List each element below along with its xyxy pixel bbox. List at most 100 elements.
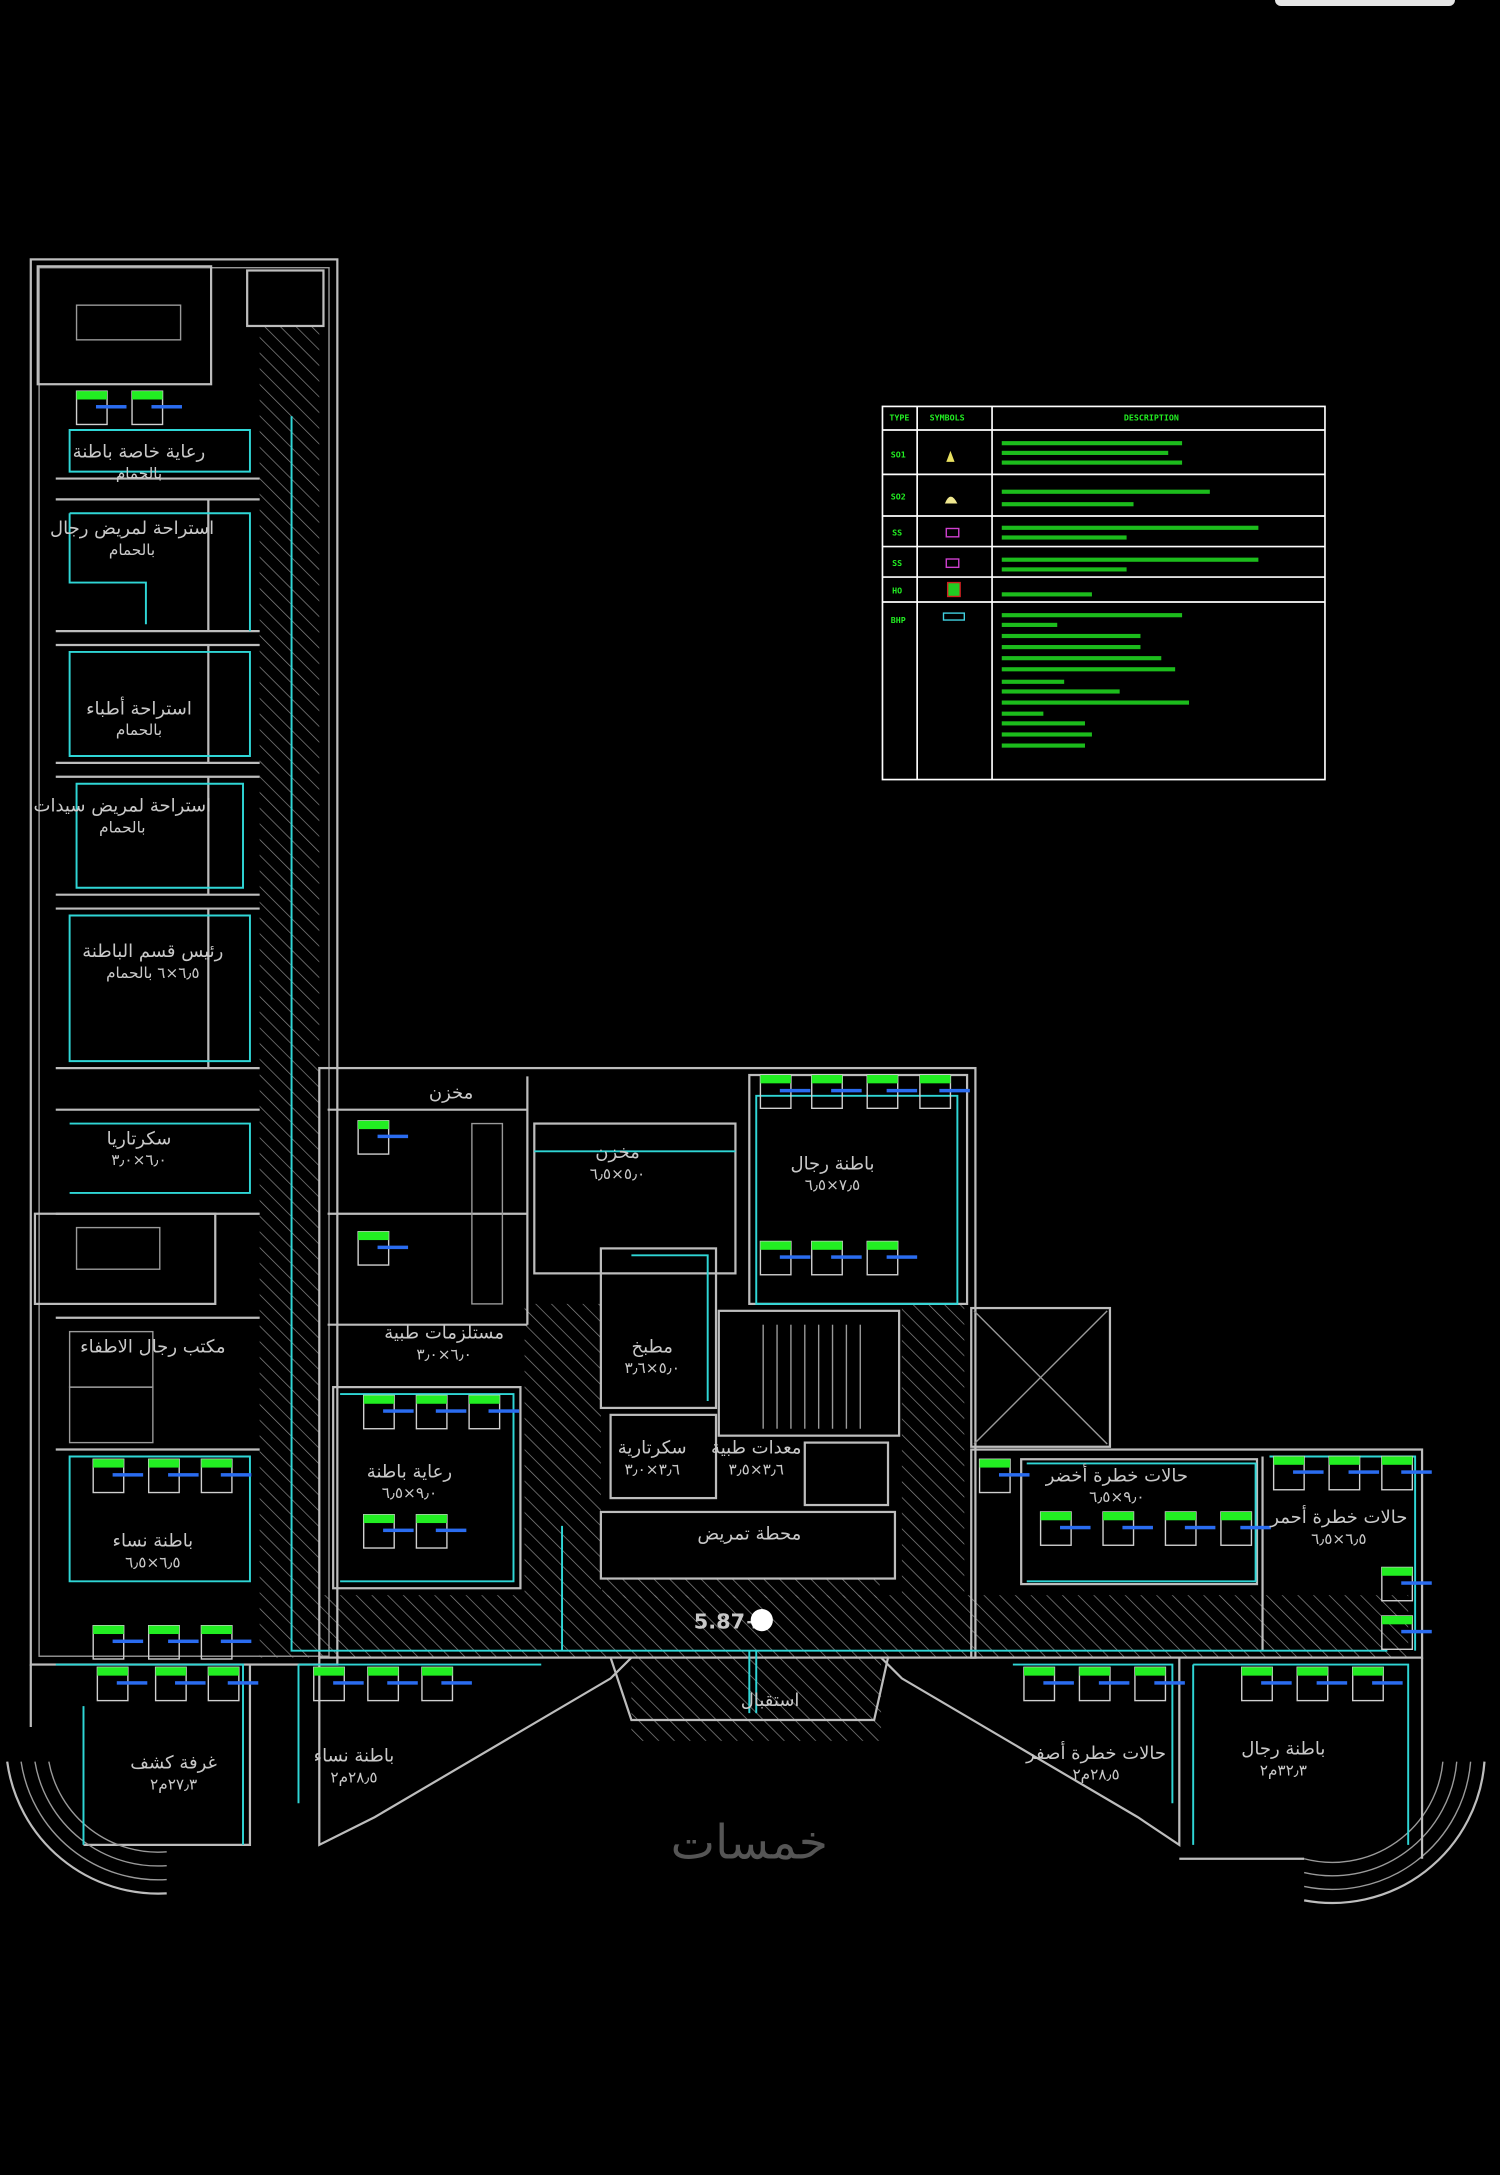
legend-description-line [1001,656,1162,661]
legend-description-line [1001,711,1044,716]
bed-head-panel-icon [1023,1667,1055,1676]
outlet-leader-line [112,1639,144,1644]
room-name: محطة تمريض [697,1524,801,1545]
bed-head-panel-icon [1040,1511,1072,1521]
yellow-triangle-outlet-icon [946,450,955,462]
outlet-leader-line [441,1681,472,1685]
room-dimension: ٣٢٫٣م٢ [1260,1762,1307,1780]
bed-head-panel-icon [1273,1456,1305,1465]
bed-head-panel-icon [1103,1511,1134,1521]
outlet-leader-line [1240,1525,1271,1530]
legend-description-line [1001,489,1210,494]
room-dimension: ٢٨٫٥م٢ [330,1768,377,1786]
bed-head-panel-icon [148,1625,180,1635]
room-name: استراحة لمريض رجال [50,518,214,539]
legend-row-type: SS [892,527,902,537]
outlet-leader-line [387,1681,418,1685]
room-name: معدات طبية [711,1438,801,1459]
room-name: مخزن [595,1142,639,1163]
room-labels: رعاية خاصة باطنة بالحمام استراحة لمريض رجا… [34,442,1408,1794]
legend-description-line [1001,613,1183,618]
room-name: مستلزمات طبية [384,1323,504,1344]
room-dimension: ٦٫٥×٦٫٥ [125,1553,180,1571]
legend-row-type: SS [892,558,902,568]
bed-head-panel-icon [1352,1667,1384,1676]
outlet-leader-line [383,1528,414,1533]
bed-head-panel-icon [76,391,108,400]
red-green-outlet-icon [946,581,961,598]
bed-head-panel-icon [979,1459,1011,1468]
outlet-leader-line [1261,1681,1292,1685]
legend-description-line [1001,732,1092,737]
legend-description-line [1001,460,1183,465]
room-name: رعاية خاصة باطنة [73,442,206,463]
room-name: رعاية باطنة [367,1461,452,1482]
yellow-dome-outlet-icon [944,496,958,504]
room-name: سكرتاريا [107,1128,172,1149]
bed-head-panel-icon [867,1241,898,1250]
cyan-bed-head-panel-icon [942,612,966,621]
outlet-leader-line [151,405,182,409]
legend-description-line [1001,645,1141,650]
outlet-leader-line [1316,1681,1348,1685]
outlet-leader-line [116,1681,148,1685]
bed-head-panel-icon [148,1459,180,1468]
outlet-leader-line [1122,1525,1153,1530]
outlet-leader-line [886,1255,918,1259]
bed-head-panel-icon [93,1625,124,1635]
bed-head-panel-icon [760,1075,791,1084]
bed-head-panel-icon [363,1514,395,1524]
outlet-leader-line [886,1088,918,1093]
room-name: حالات خطرة أحمر [1269,1505,1407,1528]
bed-head-panel-icon [1079,1667,1110,1676]
bed-head-panel-icon [201,1459,232,1468]
room-dimension: ٦٫٠×٣٫٠ [416,1345,471,1363]
room-name: استقبال [741,1690,800,1711]
outlet-leader-line [333,1681,364,1685]
magenta-switch-alt-icon [945,558,960,569]
room-dimension: ٣٫٦×٣٫٥ [729,1461,784,1479]
legend-description-line [1001,667,1176,672]
outlet-leader-line [779,1255,811,1259]
room-name: رئيس قسم الباطنة [82,941,223,962]
bed-head-panel-icon [93,1459,124,1468]
room-name: غرفة كشف [130,1753,217,1774]
legend-table: TYPE SYMBOLS DESCRIPTION SO1 SO2 SS SS H… [881,405,1326,781]
bed-head-panel-icon [363,1395,395,1404]
legend-description-line [1001,700,1190,705]
legend-header-type: TYPE [889,412,909,422]
room-dimension: بالحمام [116,721,162,739]
room-dimension: بالحمام [99,818,145,836]
outlet-leader-line [377,1245,409,1250]
room-dimension: ٧٫٥×٦٫٥ [805,1176,860,1194]
outlet-leader-line [831,1088,862,1093]
watermark-logo: خمسات [671,1816,828,1871]
bed-head-panel-icon [201,1625,232,1635]
outlet-leader-line [1293,1470,1324,1474]
outlet-leader-line [227,1681,259,1685]
room-name: باطنة نساء [314,1746,395,1767]
outlet-leader-line [1348,1470,1380,1474]
legend-row-type: SO2 [891,491,906,501]
bed-head-panel-icon [811,1241,843,1250]
bed-head-panel-icon [367,1667,399,1676]
legend-description-line [1001,525,1259,530]
room-name: استراحة أطباء [86,696,192,719]
legend-description-line [1001,633,1141,639]
room-dimension: ٦٫٥×٦ بالحمام [106,964,199,982]
bed-head-panel-icon [1381,1567,1413,1576]
bed-head-panel-icon [867,1075,898,1084]
outlet-leader-line [1184,1525,1216,1530]
outlet-leader-line [377,1134,409,1139]
corridors [259,325,1409,1741]
room-name: باطنة رجال [1241,1739,1325,1760]
bed-head-panel-icon [1134,1667,1166,1676]
outlet-leader-line [998,1473,1030,1477]
outlet-leader-line [220,1473,252,1477]
outlet-leader-line [168,1639,199,1644]
bed-head-panel-icon [1241,1667,1273,1676]
room-dimension: ٦٫٥×٦٫٥ [1311,1530,1366,1548]
room-dimension: ٢٧٫٣م٢ [150,1775,197,1793]
room-name: مكتب رجال الاطفاء [80,1336,225,1357]
room-dimension: بالحمام [109,541,155,559]
